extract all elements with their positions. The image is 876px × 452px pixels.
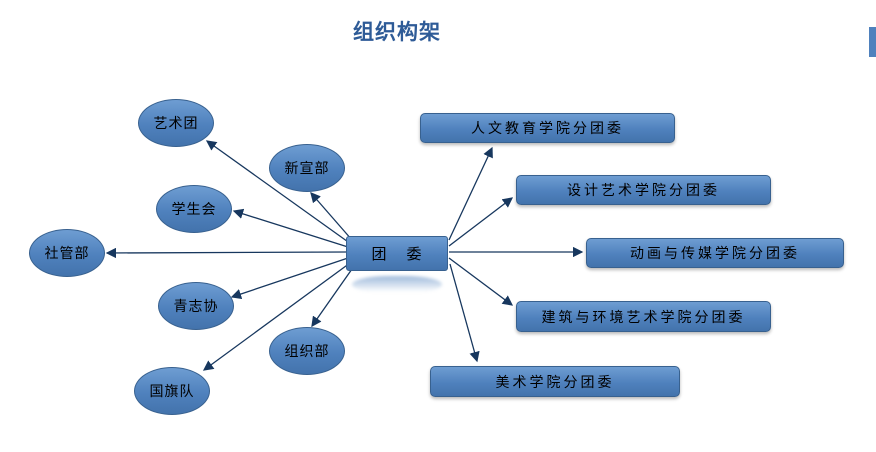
node-meishu-fentuanwei[interactable]: 美术学院分团委 bbox=[430, 366, 680, 397]
node-qingzhixie[interactable]: 青志协 bbox=[158, 282, 234, 330]
center-node-reflection bbox=[352, 276, 442, 293]
page-title: 组织构架 bbox=[353, 21, 441, 44]
node-sheji-fentuanwei[interactable]: 设计艺术学院分团委 bbox=[516, 175, 771, 205]
node-tuanwei[interactable]: 团 委 bbox=[346, 236, 448, 271]
right-edge-fragment bbox=[869, 27, 876, 57]
node-label: 设计艺术学院分团委 bbox=[567, 184, 720, 199]
node-label: 社管部 bbox=[44, 247, 90, 262]
node-xueshenghui[interactable]: 学生会 bbox=[156, 185, 232, 233]
node-label: 人文教育学院分团委 bbox=[471, 122, 624, 137]
arrow-to-sheguanbu bbox=[105, 247, 347, 259]
node-jianzhu-fentuanwei[interactable]: 建筑与环境艺术学院分团委 bbox=[516, 301, 771, 332]
node-yishutuan[interactable]: 艺术团 bbox=[138, 99, 214, 147]
node-label: 学生会 bbox=[171, 203, 217, 218]
arrow-to-xueshenghui bbox=[232, 208, 349, 248]
node-zuzhibu[interactable]: 组织部 bbox=[269, 327, 345, 375]
node-label: 动画与传媒学院分团委 bbox=[630, 247, 800, 262]
arrow-to-renwen bbox=[448, 146, 493, 241]
arrow-to-jianzhu bbox=[448, 257, 514, 306]
node-label: 青志协 bbox=[173, 300, 219, 315]
node-label: 新宣部 bbox=[284, 162, 330, 177]
node-label: 组织部 bbox=[284, 345, 330, 360]
node-label: 美术学院分团委 bbox=[495, 375, 615, 391]
node-donghua-fentuanwei[interactable]: 动画与传媒学院分团委 bbox=[586, 238, 844, 268]
node-sheguanbu[interactable]: 社管部 bbox=[29, 229, 105, 277]
node-renwen-fentuanwei[interactable]: 人文教育学院分团委 bbox=[420, 113, 675, 143]
node-tuanwei-label: 团 委 bbox=[371, 247, 423, 263]
arrow-to-sheji bbox=[448, 197, 514, 247]
arrow-to-meishu bbox=[449, 263, 480, 363]
node-label: 国旗队 bbox=[149, 385, 195, 400]
node-xinxuanbu[interactable]: 新宣部 bbox=[269, 144, 345, 192]
arrow-to-zuzhibu bbox=[311, 268, 353, 328]
node-label: 建筑与环境艺术学院分团委 bbox=[541, 310, 746, 326]
node-guoqidui[interactable]: 国旗队 bbox=[134, 367, 210, 415]
arrow-to-qingzhixie bbox=[230, 257, 349, 300]
arrow-to-xinxuanbu bbox=[310, 192, 353, 241]
node-label: 艺术团 bbox=[153, 117, 199, 132]
